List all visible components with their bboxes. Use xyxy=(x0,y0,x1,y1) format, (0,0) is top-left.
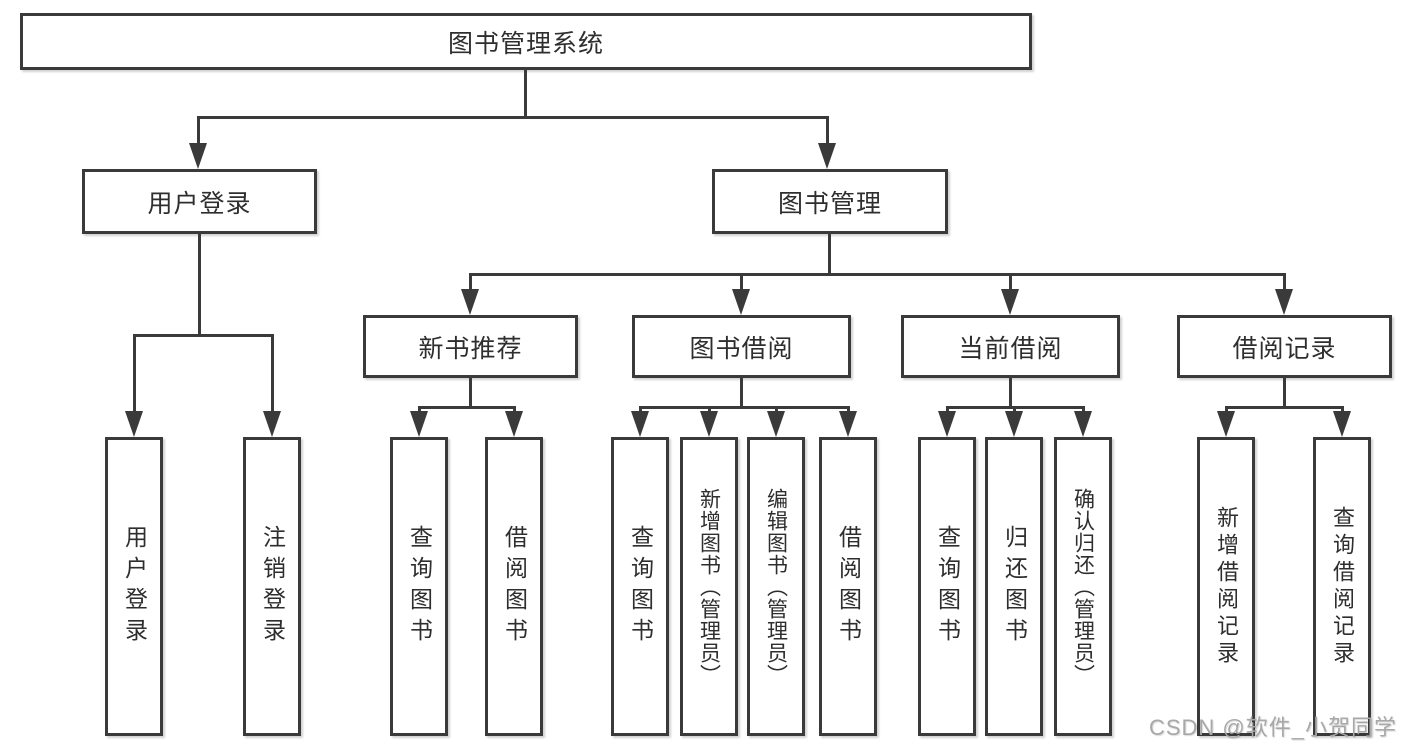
connector-line xyxy=(826,116,829,145)
leaf-confirm-return-admin-label: 确认归还（管理员） xyxy=(1071,487,1095,686)
node-book-borrowing-label: 图书借阅 xyxy=(689,334,794,363)
node-root-library-system: 图书管理系统 xyxy=(20,13,1032,70)
leaf-borrow-query-books: 查询图书 xyxy=(611,437,669,736)
leaf-recommend-query-books-label: 查询图书 xyxy=(406,524,433,649)
connector-line xyxy=(271,334,274,413)
leaf-current-query-books-label: 查询图书 xyxy=(934,524,961,649)
connector-line xyxy=(418,406,421,414)
leaf-borrow-query-books-label: 查询图书 xyxy=(627,524,654,649)
connector-line xyxy=(1225,406,1228,414)
connector-line xyxy=(1009,376,1012,408)
connector-line xyxy=(469,273,472,291)
leaf-borrow-books: 借阅图书 xyxy=(819,437,877,736)
csdn-watermark: CSDN @软件_小贺同学 xyxy=(1148,715,1397,740)
arrowhead-down-icon xyxy=(839,411,857,437)
leaf-recommend-borrow-books: 借阅图书 xyxy=(485,437,543,736)
connector-line xyxy=(708,406,711,414)
arrowhead-down-icon xyxy=(1217,411,1235,437)
leaf-recommend-query-books: 查询图书 xyxy=(390,437,448,736)
connector-line xyxy=(133,334,136,413)
connector-line xyxy=(1225,406,1344,409)
leaf-return-books: 归还图书 xyxy=(985,437,1043,736)
connector-line xyxy=(639,406,642,414)
arrowhead-down-icon xyxy=(1333,411,1351,437)
node-current-borrowing: 当前借阅 xyxy=(901,315,1120,378)
leaf-add-borrow-record-label: 新增借阅记录 xyxy=(1214,505,1239,668)
arrowhead-down-icon xyxy=(818,143,836,169)
arrowhead-down-icon xyxy=(410,411,428,437)
arrowhead-down-icon xyxy=(1074,411,1092,437)
leaf-confirm-return-admin: 确认归还（管理员） xyxy=(1054,437,1112,736)
connector-line xyxy=(513,406,516,414)
leaf-logout-label: 注销登录 xyxy=(259,524,286,649)
connector-line xyxy=(469,273,1286,276)
leaf-user-login: 用户登录 xyxy=(105,437,163,736)
leaf-borrow-books-label: 借阅图书 xyxy=(835,524,862,649)
node-new-book-recommend: 新书推荐 xyxy=(363,315,578,378)
leaf-current-query-books: 查询图书 xyxy=(918,437,976,736)
connector-line xyxy=(469,376,472,408)
leaf-edit-books-admin-label: 编辑图书（管理员） xyxy=(764,487,788,686)
arrowhead-down-icon xyxy=(767,411,785,437)
connector-line xyxy=(524,68,527,118)
arrowhead-down-icon xyxy=(700,411,718,437)
connector-line xyxy=(740,376,743,408)
node-new-book-recommend-label: 新书推荐 xyxy=(418,334,523,363)
node-user-login-group: 用户登录 xyxy=(82,169,317,234)
leaf-query-borrow-record-label: 查询借阅记录 xyxy=(1330,505,1355,668)
connector-line xyxy=(847,406,850,414)
connector-line xyxy=(133,334,274,337)
node-book-management: 图书管理 xyxy=(712,169,948,234)
arrowhead-down-icon xyxy=(125,411,143,437)
connector-line xyxy=(775,406,778,414)
connector-line xyxy=(1009,273,1012,291)
connector-line xyxy=(740,273,743,291)
connector-line xyxy=(1082,406,1085,414)
connector-line xyxy=(197,116,200,145)
connector-line xyxy=(946,406,949,414)
connector-line xyxy=(418,406,516,409)
connector-line xyxy=(1341,406,1344,414)
connector-line xyxy=(197,116,829,119)
node-borrowing-records: 借阅记录 xyxy=(1177,315,1392,378)
arrowhead-down-icon xyxy=(732,289,750,315)
leaf-edit-books-admin: 编辑图书（管理员） xyxy=(747,437,805,736)
connector-line xyxy=(1013,406,1016,414)
arrowhead-down-icon xyxy=(1005,411,1023,437)
node-root-label: 图书管理系统 xyxy=(447,29,604,58)
arrowhead-down-icon xyxy=(938,411,956,437)
arrowhead-down-icon xyxy=(461,289,479,315)
node-current-borrowing-label: 当前借阅 xyxy=(958,334,1063,363)
arrowhead-down-icon xyxy=(1275,289,1293,315)
leaf-logout: 注销登录 xyxy=(243,437,301,736)
connector-line xyxy=(1283,273,1286,291)
connector-line xyxy=(639,406,850,409)
connector-line xyxy=(1283,376,1286,408)
arrowhead-down-icon xyxy=(263,411,281,437)
arrowhead-down-icon xyxy=(189,143,207,169)
leaf-recommend-borrow-books-label: 借阅图书 xyxy=(501,524,528,649)
leaf-user-login-label: 用户登录 xyxy=(121,524,148,649)
leaf-return-books-label: 归还图书 xyxy=(1001,524,1028,649)
arrowhead-down-icon xyxy=(505,411,523,437)
node-book-management-label: 图书管理 xyxy=(777,189,882,218)
node-user-login-group-label: 用户登录 xyxy=(147,189,252,218)
connector-line xyxy=(828,233,831,276)
leaf-add-borrow-record: 新增借阅记录 xyxy=(1197,437,1255,736)
arrowhead-down-icon xyxy=(631,411,649,437)
leaf-query-borrow-record: 查询借阅记录 xyxy=(1313,437,1371,736)
leaf-add-books-admin: 新增图书（管理员） xyxy=(680,437,738,736)
node-book-borrowing: 图书借阅 xyxy=(632,315,851,378)
arrowhead-down-icon xyxy=(1001,289,1019,315)
leaf-add-books-admin-label: 新增图书（管理员） xyxy=(697,487,721,686)
node-borrowing-records-label: 借阅记录 xyxy=(1232,334,1337,363)
connector-line xyxy=(198,233,201,337)
